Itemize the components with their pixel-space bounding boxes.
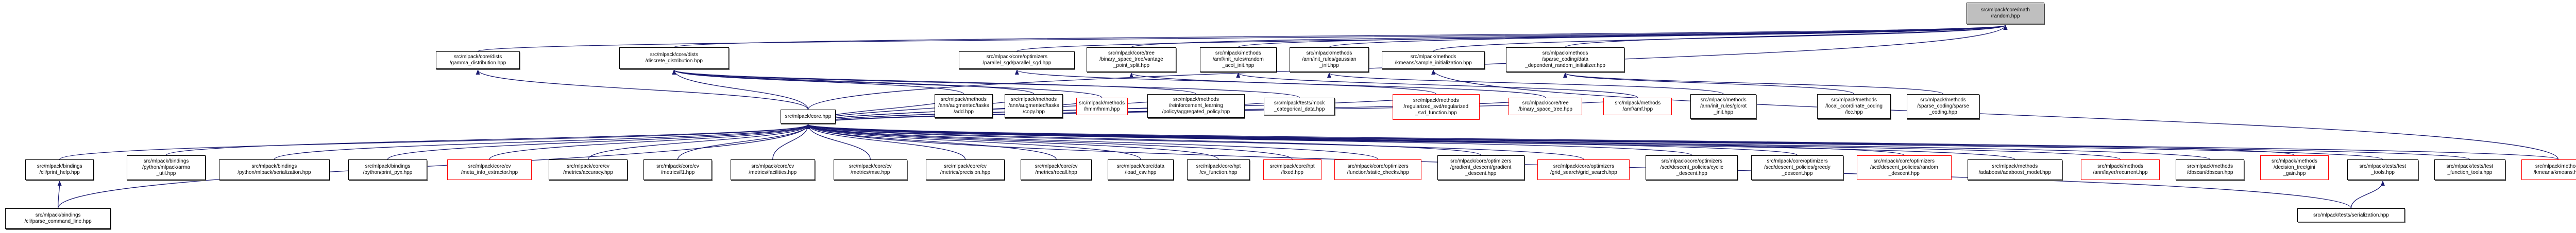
node-py-serial[interactable]: src/mlpack/bindings /python/mlpack/seria… — [218, 159, 330, 180]
node-cv-function[interactable]: src/mlpack/core/hpt /cv_function.hpp — [1187, 159, 1250, 180]
edge-gradient-descent-to-core — [806, 124, 1481, 156]
node-static-checks[interactable]: src/mlpack/core/optimizers /function/sta… — [1334, 159, 1422, 180]
node-sparse-coding[interactable]: src/mlpack/methods /sparse_coding/sparse… — [1906, 94, 1980, 119]
node-aggregated[interactable]: src/mlpack/methods /reinforcement_learni… — [1147, 94, 1245, 118]
edge-discrete-to-random — [673, 25, 2007, 48]
node-gradient-descent[interactable]: src/mlpack/core/optimizers /gradient_des… — [1437, 155, 1524, 180]
edge-gaussian-init-to-random — [1329, 25, 2007, 48]
edge-fixed-to-core — [806, 124, 1293, 160]
node-sample-init[interactable]: src/mlpack/methods /kmeans/sample_initia… — [1382, 51, 1485, 69]
edge-accuracy-to-core — [587, 124, 810, 160]
node-f1[interactable]: src/mlpack/core/cv /metrics/f1.hpp — [643, 159, 713, 180]
node-facilities[interactable]: src/mlpack/core/cv /metrics/facilities.h… — [730, 159, 815, 180]
node-reg-svd[interactable]: src/mlpack/methods /regularized_svd/regu… — [1392, 94, 1480, 120]
edge-arma-util-to-core — [165, 124, 810, 156]
node-parallel-sgd[interactable]: src/mlpack/core/optimizers /parallel_sgd… — [959, 51, 1075, 69]
node-discrete[interactable]: src/mlpack/core/dists /discrete_distribu… — [619, 47, 729, 69]
node-adaboost[interactable]: src/mlpack/methods /adaboost/adaboost_mo… — [1967, 159, 2062, 180]
edge-gini-to-core — [806, 124, 2295, 156]
edge-static-checks-to-core — [806, 124, 1379, 160]
node-gaussian-init[interactable]: src/mlpack/methods /ann/init_rules/gauss… — [1290, 47, 1369, 72]
node-dbscan[interactable]: src/mlpack/methods /dbscan/dbscan.hpp — [2176, 159, 2245, 180]
node-mse[interactable]: src/mlpack/core/cv /metrics/mse.hpp — [833, 159, 907, 180]
edge-f1-to-core — [677, 124, 810, 160]
edge-cv-function-to-core — [806, 124, 1219, 160]
node-print-help[interactable]: src/mlpack/bindings /cli/print_help.hpp — [25, 159, 94, 180]
edge-meta-info-to-core — [489, 124, 810, 160]
edge-gamma-to-random — [477, 25, 2007, 52]
edge-bst-to-vantage — [1129, 73, 1546, 98]
edge-tests-serial-to-test-tools — [2350, 181, 2385, 209]
edge-print-help-to-core — [59, 124, 810, 160]
edge-mock-to-discrete — [672, 69, 1300, 98]
node-random-acol[interactable]: src/mlpack/methods /amf/init_rules/rando… — [1200, 47, 1277, 72]
node-recurrent[interactable]: src/mlpack/methods /ann/layer/recurrent.… — [2080, 159, 2160, 180]
node-amf[interactable]: src/mlpack/methods /amf/amf.hpp — [1603, 98, 1672, 115]
node-core[interactable]: src/mlpack/core.hpp — [781, 110, 836, 123]
node-copy[interactable]: src/mlpack/methods /ann/augmented/tasks … — [1005, 94, 1063, 118]
node-glorot[interactable]: src/mlpack/methods /ann/init_rules/gloro… — [1690, 94, 1757, 119]
node-kmeans[interactable]: src/mlpack/methods /kmeans/kmeans.hpp — [2521, 159, 2576, 180]
node-cyclic[interactable]: src/mlpack/core/optimizers /scd/descent_… — [1646, 155, 1738, 180]
node-tests-serial[interactable]: src/mlpack/tests/serialization.hpp — [2297, 208, 2405, 222]
node-grid-search[interactable]: src/mlpack/core/optimizers /grid_search/… — [1537, 159, 1630, 180]
node-lcc[interactable]: src/mlpack/methods /local_coordinate_cod… — [1817, 94, 1891, 119]
edge-precision-to-core — [806, 124, 966, 160]
edge-aggregated-to-core — [806, 94, 1197, 125]
node-accuracy[interactable]: src/mlpack/core/cv /metrics/accuracy.hpp — [548, 159, 628, 180]
node-mock[interactable]: src/mlpack/tests/mock _categorical_data.… — [1263, 98, 1335, 115]
node-parse-cmd[interactable]: src/mlpack/bindings /cli/parse_command_l… — [5, 208, 111, 229]
edge-data-dep-to-random — [1565, 25, 2008, 48]
node-gamma[interactable]: src/mlpack/core/dists /gamma_distributio… — [435, 51, 520, 69]
edge-facilities-to-core — [772, 124, 810, 160]
edge-parse-cmd-to-core — [57, 124, 810, 209]
edge-print-pyx-to-core — [387, 124, 810, 160]
node-fixed[interactable]: src/mlpack/core/hpt /fixed.hpp — [1263, 159, 1321, 180]
edge-core-to-discrete — [672, 69, 809, 110]
edge-kmeans-to-sample-init — [1431, 69, 2558, 160]
node-meta-info[interactable]: src/mlpack/core/cv /meta_info_extractor.… — [447, 159, 532, 180]
edge-adaboost-to-core — [806, 124, 2015, 160]
edge-grid-search-to-core — [806, 124, 1584, 160]
node-recall[interactable]: src/mlpack/core/cv /metrics/recall.hpp — [1021, 159, 1092, 180]
node-random[interactable]: src/mlpack/core/math /random.hpp — [1966, 3, 2045, 24]
edge-mse-to-core — [806, 124, 871, 160]
edge-dbscan-to-core — [806, 124, 2211, 160]
edge-load-csv-to-core — [806, 124, 1141, 160]
node-test-function-tools[interactable]: src/mlpack/tests/test _function_tools.hp… — [2434, 159, 2505, 180]
edge-kmeans-to-core — [806, 124, 2558, 160]
node-print-pyx[interactable]: src/mlpack/bindings /python/print_pyx.hp… — [348, 159, 428, 180]
node-add[interactable]: src/mlpack/methods /ann/augmented/tasks … — [935, 94, 993, 118]
node-hmm[interactable]: src/mlpack/methods /hmm/hmm.hpp — [1076, 98, 1128, 115]
edge-parse-cmd-to-print-help — [57, 181, 62, 209]
node-load-csv[interactable]: src/mlpack/core/data /load_csv.hpp — [1107, 159, 1174, 180]
node-random-descent[interactable]: src/mlpack/core/optimizers /scd/descent_… — [1856, 155, 1952, 180]
node-precision[interactable]: src/mlpack/core/cv /metrics/precision.hp… — [925, 159, 1005, 180]
edge-sparse-coding-to-data-dep — [1563, 73, 1944, 95]
node-data-dep[interactable]: src/mlpack/methods /sparse_coding/data _… — [1505, 47, 1625, 72]
edge-amf-to-random-acol — [1236, 73, 1638, 98]
node-test-tools[interactable]: src/mlpack/tests/test _tools.hpp — [2347, 159, 2419, 180]
node-bst[interactable]: src/mlpack/core/tree /binary_space_tree.… — [1509, 98, 1583, 115]
edge-hmm-to-discrete — [672, 69, 1103, 98]
node-vantage[interactable]: src/mlpack/core/tree /binary_space_tree/… — [1086, 47, 1177, 72]
edge-lcc-to-data-dep — [1563, 73, 1855, 95]
edge-py-serial-to-core — [274, 124, 810, 160]
node-arma-util[interactable]: src/mlpack/bindings /python/mlpack/arma … — [126, 155, 206, 180]
edge-core-to-gamma — [476, 69, 809, 110]
edge-glorot-to-gaussian-init — [1327, 73, 1724, 95]
edge-test-tools-to-core — [806, 124, 2383, 160]
node-greedy[interactable]: src/mlpack/core/optimizers /scd/descent_… — [1751, 155, 1844, 180]
node-gini[interactable]: src/mlpack/methods /decision_tree/gini _… — [2260, 155, 2329, 180]
